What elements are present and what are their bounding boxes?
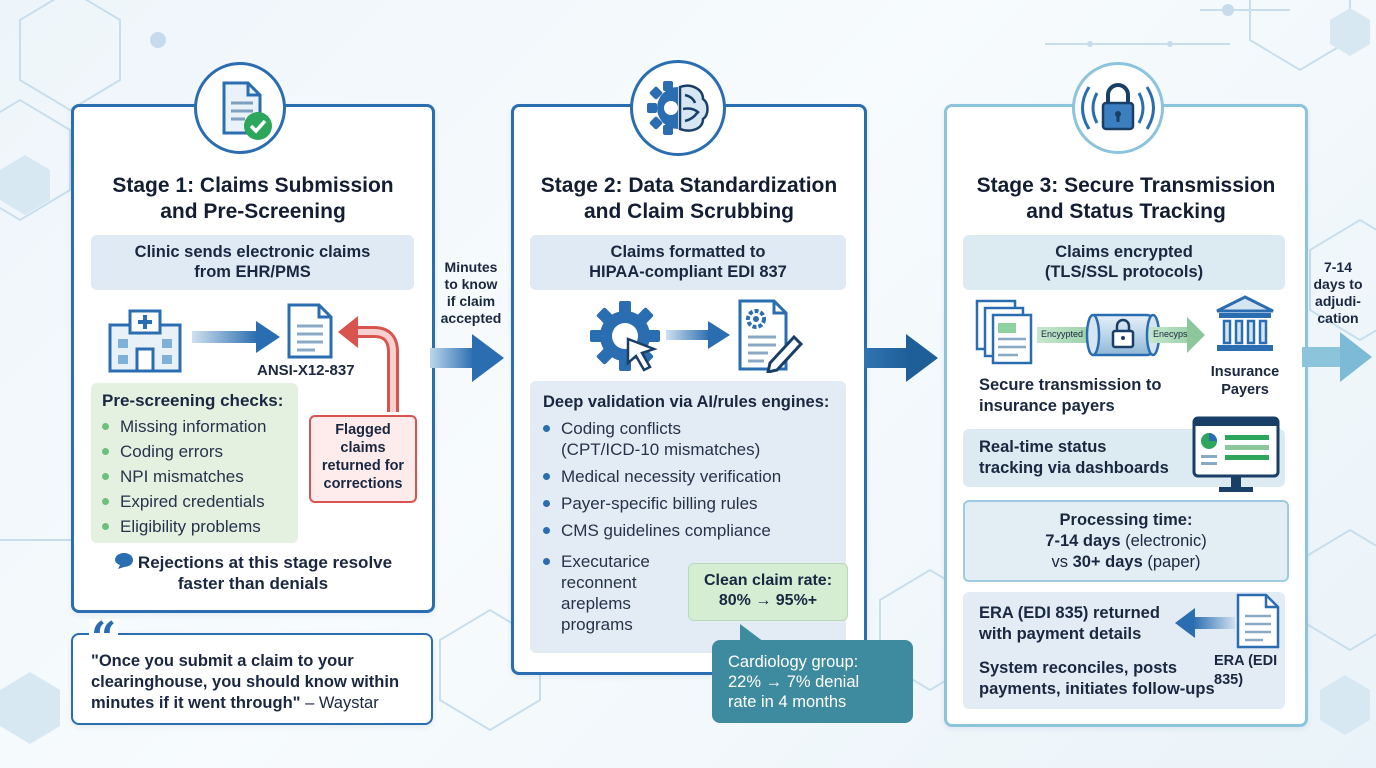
stage1-card: Stage 1: Claims Submission and Pre-Scree… [71, 104, 435, 613]
stage1-icon-circle [194, 62, 286, 154]
bullet-dot-icon [543, 500, 550, 507]
prescreening-title: Pre-screening checks: [102, 391, 284, 410]
case-callout-pointer [740, 624, 764, 642]
encryption-pipe-icon [1037, 313, 1205, 357]
bullet-dot-icon [543, 425, 550, 432]
stage1-title: Stage 1: Claims Submission and Pre-Scree… [112, 174, 394, 223]
insurance-bank-icon [1216, 295, 1274, 351]
reconcile-label: System reconciles, posts payments, initi… [979, 659, 1215, 698]
stage1-intro-box: Clinic sends electronic claims from EHR/… [91, 235, 414, 290]
stage3-card: Stage 3: Secure Transmission and Status … [944, 104, 1308, 727]
era-returned-label: ERA (EDI 835) returned with payment deta… [979, 604, 1160, 643]
stage2-intro-box: Claims formatted to HIPAA-compliant EDI … [530, 235, 846, 290]
prescreening-check-item: Missing information [98, 414, 266, 439]
flagged-claims-box: Flagged claims returned for corrections [309, 415, 417, 503]
submit-arrow-icon [192, 321, 280, 353]
stage2-card: Stage 2: Data Standardization and Claim … [511, 104, 867, 675]
connector1-label: Minutes to know if claim accepted [440, 259, 502, 326]
quote-mark-icon: “ [89, 613, 119, 664]
era-document-label: ERA (EDI 835) [1214, 653, 1278, 688]
quote-box: “ "Once you submit a claim to your clear… [71, 617, 433, 725]
bullet-dot-icon [102, 423, 109, 430]
gear-cursor-icon [590, 301, 660, 372]
validation-title: Deep validation via AI/rules engines: [543, 393, 830, 411]
clinic-building-icon [108, 309, 182, 373]
bullet-dot-icon [102, 523, 109, 530]
claim-document-icon [287, 303, 333, 359]
dashboard-monitor-icon [1192, 416, 1280, 492]
format-arrow-icon [666, 321, 730, 349]
bullet-dot-icon [102, 498, 109, 505]
gear-brain-icon [647, 81, 709, 135]
bullet-dot-icon [102, 473, 109, 480]
prescreening-check-item: Eligibility problems [98, 514, 266, 539]
transmission-label: Secure transmission to insurance payers [979, 376, 1162, 415]
wireless-lock-icon [1081, 83, 1155, 131]
validation-item: Payer-specific billing rules [539, 493, 781, 514]
stage3-title: Stage 3: Secure Transmission and Status … [976, 174, 1276, 223]
case-study-callout: Cardiology group: 22% → 7% denial rate i… [712, 640, 913, 723]
connector3-arrow-icon [1302, 332, 1372, 382]
bullet-dot-icon [543, 527, 550, 534]
validation-item: CMS guidelines compliance [539, 520, 781, 541]
claims-stack-icon [975, 299, 1033, 365]
stage2-title: Stage 2: Data Standardization and Claim … [540, 174, 838, 223]
era-return-arrow-icon [1175, 608, 1235, 638]
insurance-payers-label: Insurance Payers [1210, 364, 1280, 398]
stage1-note: Rejections at this stage resolve faster … [74, 552, 432, 594]
prescreening-box: Pre-screening checks: Missing informatio… [91, 383, 298, 543]
prescreening-check-item: Coding errors [98, 439, 266, 464]
clean-claim-rate-box: Clean claim rate: 80% → 95%+ [688, 563, 848, 621]
stage2-icon-circle [630, 60, 726, 156]
stage3-intro-box: Claims encrypted (TLS/SSL protocols) [963, 235, 1285, 290]
prescreening-check-item: NPI mismatches [98, 464, 266, 489]
quote-text: "Once you submit a claim to your clearin… [91, 652, 400, 712]
connector2-arrow-icon [864, 334, 938, 382]
ansi-file-label: ANSI-X12-837 [257, 362, 355, 379]
validation-item: Medical necessity verification [539, 466, 781, 487]
validation-list: Coding conflicts(CPT/ICD-10 mismatches) M… [539, 418, 781, 547]
speech-bubble-icon [114, 553, 133, 569]
connector3-label: 7-14 days to adjudi- cation [1313, 259, 1363, 326]
validation-item: Coding conflicts(CPT/ICD-10 mismatches) [539, 418, 781, 460]
prescreening-check-item: Expired credentials [98, 489, 266, 514]
document-check-icon [222, 81, 272, 140]
return-arrow-icon [338, 316, 399, 412]
bullet-dot-icon [543, 473, 550, 480]
edi-document-icon [738, 299, 804, 373]
processing-time-box: Processing time: 7-14 days (electronic) … [963, 500, 1289, 582]
era-box: ERA (EDI 835) returned with payment deta… [963, 592, 1285, 709]
pipe-right-label: Enecyps [1153, 329, 1188, 339]
era-document-icon [1236, 593, 1280, 649]
pipe-left-label: Encyypted [1041, 329, 1084, 339]
connector1-arrow-icon [430, 334, 504, 382]
bullet-dot-icon [102, 448, 109, 455]
stage3-icon-circle [1072, 62, 1164, 154]
